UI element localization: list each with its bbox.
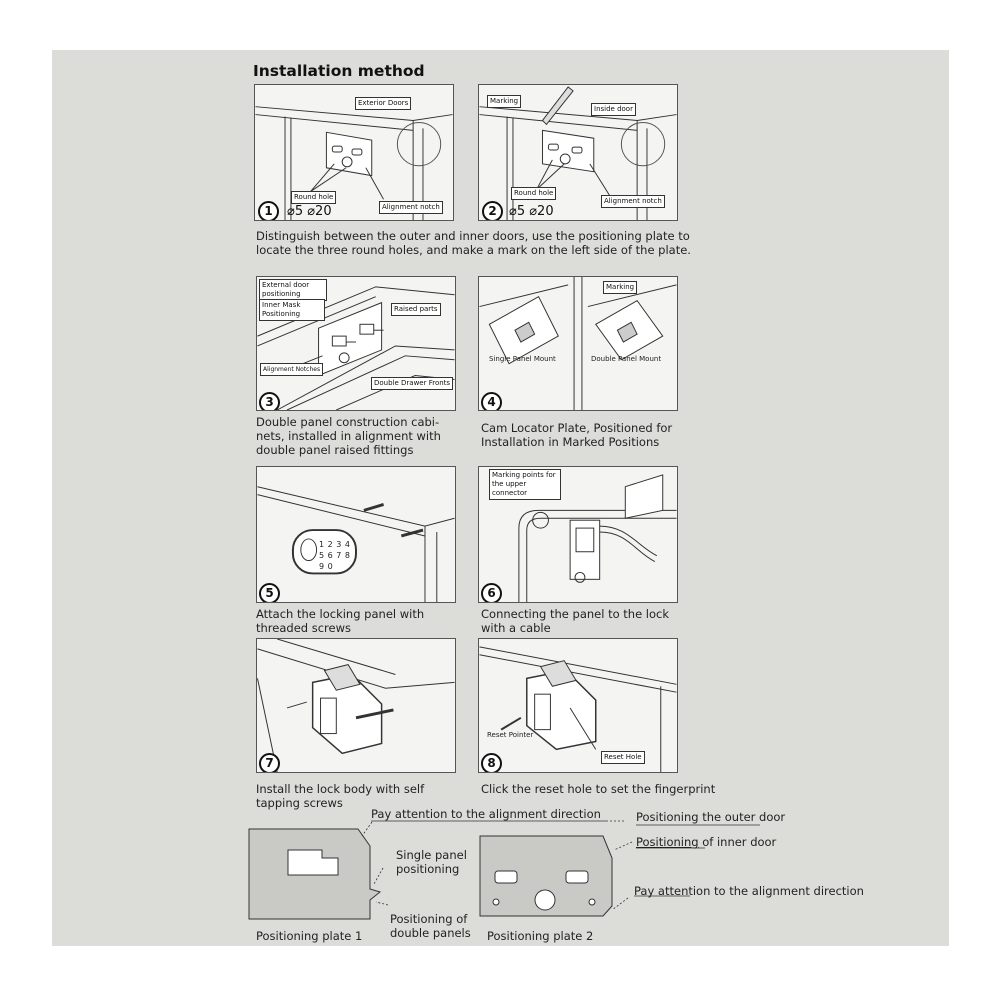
label-round-hole: Round hole (291, 191, 337, 204)
step-number-7: 7 (259, 753, 280, 772)
step-3-panel: External door positioning Inner Mask Pos… (256, 276, 456, 411)
diameters-readout: ⌀5 ⌀20 (287, 204, 332, 219)
step-2-panel: Marking Inside door Round hole Alignment… (478, 84, 678, 221)
label-alignment-notch: Alignment notch (601, 195, 665, 208)
double-panel-positioning-label: Positioning of double panels (390, 912, 471, 940)
single-panel-positioning-label: Single panel positioning (396, 848, 467, 876)
step-7-drawing (257, 639, 455, 772)
label-double-drawer-fronts: Double Drawer Fronts (371, 377, 454, 390)
step-6-panel: Marking points for the upper connector 6 (478, 466, 678, 603)
step-number-2: 2 (482, 201, 503, 220)
step-number-4: 4 (481, 392, 502, 410)
page-title: Installation method (253, 62, 425, 80)
caption-step-5: Attach the locking panel with threaded s… (256, 607, 425, 635)
label-marking: Marking (487, 95, 522, 108)
attention-right-label: Pay attention to the alignment direction (634, 884, 864, 898)
step-1-drawing (255, 106, 453, 220)
caption-step-4: Cam Locator Plate, Positioned for Instal… (481, 421, 673, 449)
step-6-drawing (518, 474, 677, 602)
caption-steps-1-2: Distinguish between the outer and inner … (256, 229, 691, 257)
label-alignment-notches: Alignment Notches (260, 363, 324, 376)
positioning-plate-2-label: Positioning plate 2 (487, 929, 594, 943)
label-round-hole: Round hole (511, 187, 557, 200)
label-reset-hole: Reset Hole (601, 751, 645, 764)
step-8-panel: Reset Pointer Reset Hole 8 (478, 638, 678, 773)
outer-door-label: Positioning the outer door (636, 810, 786, 824)
step-5-panel: 1 2 3 4 5 6 7 8 9 0 5 (256, 466, 456, 603)
label-inner-mask-positioning: Inner Mask Positioning (259, 299, 325, 321)
step-2-drawing (479, 86, 677, 220)
step-number-1: 1 (258, 201, 279, 220)
positioning-plate-1-label: Positioning plate 1 (256, 929, 363, 943)
step-5-drawing (257, 486, 455, 602)
step-7-panel: 7 (256, 638, 456, 773)
caption-step-6: Connecting the panel to the lock with a … (481, 607, 670, 635)
caption-step-3: Double panel construction cabi- nets, in… (256, 415, 441, 457)
label-raised-parts: Raised parts (391, 303, 441, 316)
step-number-6: 6 (481, 583, 502, 602)
caption-step-8: Click the reset hole to set the fingerpr… (481, 782, 716, 796)
step-4-panel: Marking Single Panel Mount Double Panel … (478, 276, 678, 411)
caption-step-7: Install the lock body with self tapping … (256, 782, 425, 810)
step-number-5: 5 (259, 583, 280, 602)
step-number-3: 3 (259, 392, 280, 410)
label-alignment-notch: Alignment notch (379, 201, 443, 214)
step-8-drawing (479, 646, 677, 772)
label-marking-points: Marking points for the upper connector (489, 469, 561, 500)
attention-top-label: Pay attention to the alignment direction (371, 807, 601, 821)
inner-door-label-underlined: Positioning (636, 835, 699, 849)
label-double-panel-mount: Double Panel Mount (591, 355, 662, 363)
step-1-panel: Exterior Doors Round hole Alignment notc… (254, 84, 454, 221)
label-marking: Marking (603, 281, 638, 294)
inner-door-label-rest: of inner door (698, 835, 777, 849)
label-external-door-positioning: External door positioning (259, 279, 327, 301)
label-inside-door: Inside door (591, 103, 636, 116)
keypad-digits: 1 2 3 4 5 6 7 8 9 0 (319, 540, 350, 571)
diameters-readout: ⌀5 ⌀20 (509, 204, 554, 219)
inner-door-label: Positioning of inner door (636, 835, 776, 849)
label-single-panel-mount: Single Panel Mount (489, 355, 556, 363)
label-reset-pointer: Reset Pointer (487, 731, 534, 739)
step-4-drawing (479, 277, 677, 410)
step-number-8: 8 (481, 753, 502, 772)
label-exterior-doors: Exterior Doors (355, 97, 412, 110)
